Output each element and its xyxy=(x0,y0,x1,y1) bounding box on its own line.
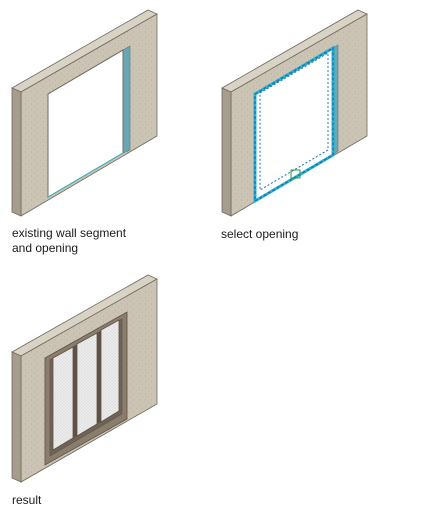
door-panel-right xyxy=(100,319,120,423)
opening-outline xyxy=(47,49,124,196)
select-opening-drawing xyxy=(221,9,368,217)
wall-panel-result xyxy=(0,272,170,487)
opening-sill-line xyxy=(47,152,124,198)
caption-existing-line1: existing wall segment xyxy=(12,226,127,240)
caption-result: result xyxy=(12,493,42,507)
selection-grip xyxy=(290,169,301,179)
opening-selection-dashes xyxy=(254,46,334,203)
door-panel-center xyxy=(76,332,98,437)
wall-panel-select xyxy=(210,0,380,225)
wall-side-face xyxy=(11,87,22,217)
caption-existing: existing wall segment and opening xyxy=(12,226,126,256)
caption-existing-line2: and opening xyxy=(12,241,79,255)
door-mullion-2 xyxy=(97,330,101,424)
door-panel-left xyxy=(52,346,74,451)
wall-side-face xyxy=(221,87,232,217)
existing-wall-drawing xyxy=(11,9,158,217)
caption-select: select opening xyxy=(221,227,299,241)
wall-panel-existing xyxy=(0,0,170,225)
result-wall-drawing xyxy=(11,274,158,483)
door-mullion-1 xyxy=(73,344,77,438)
opening-inner-dashes xyxy=(259,52,329,191)
opening-reveal xyxy=(122,45,131,154)
wall-side-face xyxy=(11,351,22,483)
